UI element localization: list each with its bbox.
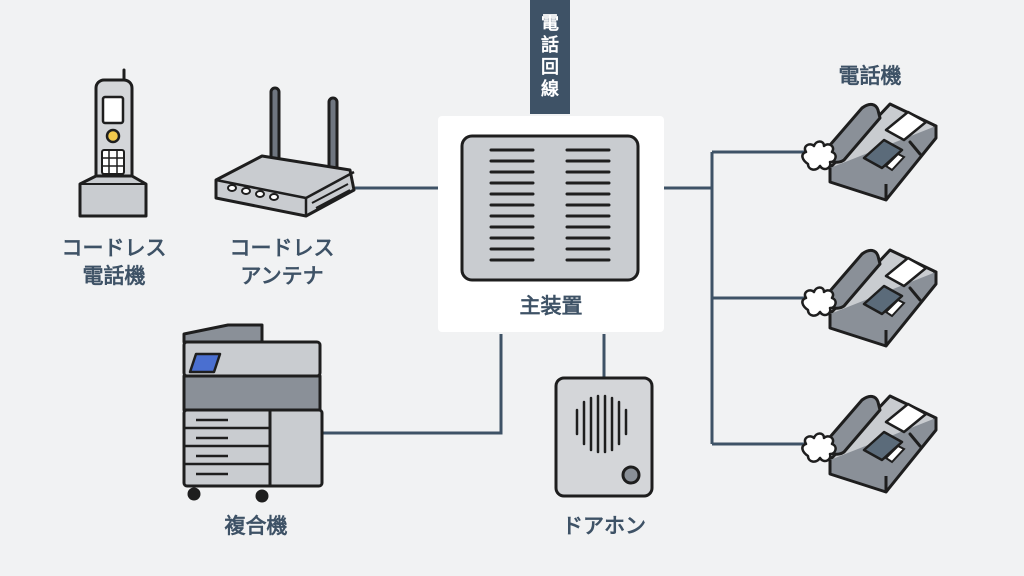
telephones-label: 電話機 xyxy=(810,62,930,90)
telephones-label-text: 電話機 xyxy=(838,64,902,88)
cordless-antenna-label: コードレス アンテナ xyxy=(216,234,348,290)
cordless-antenna-label-line2: アンテナ xyxy=(240,264,324,288)
phone-line-char: 話 xyxy=(541,35,559,56)
main-unit-label: 主装置 xyxy=(438,292,664,320)
cordless-phone-icon xyxy=(78,68,148,218)
doorphone-icon xyxy=(554,376,654,498)
telephone-icon-1 xyxy=(800,102,938,202)
cordless-phone-label: コードレス 電話機 xyxy=(48,234,180,290)
doorphone-label-text: ドアホン xyxy=(562,514,646,538)
cordless-antenna-label-line1: コードレス xyxy=(229,236,335,260)
cordless-phone-label-line1: コードレス xyxy=(61,236,167,260)
printer-link xyxy=(322,334,503,435)
main-unit-device xyxy=(460,134,640,282)
doorphone-label: ドアホン xyxy=(544,512,664,540)
telephone-icon-2 xyxy=(800,248,938,348)
telephone-icon-3 xyxy=(800,394,938,494)
printer-label-text: 複合機 xyxy=(224,514,288,538)
printer-label: 複合機 xyxy=(196,512,316,540)
phone-line-char: 線 xyxy=(541,79,559,100)
phone-line-char: 電 xyxy=(541,13,559,34)
cordless-phone-label-line2: 電話機 xyxy=(82,264,146,288)
main-unit-label-text: 主装置 xyxy=(519,294,583,318)
antenna-router-icon xyxy=(214,86,356,218)
connection-lines xyxy=(322,150,838,446)
phone-line-char: 回 xyxy=(541,57,559,78)
printer-icon xyxy=(182,323,324,503)
phone-line-tab: 電 話 回 線 xyxy=(530,0,570,114)
